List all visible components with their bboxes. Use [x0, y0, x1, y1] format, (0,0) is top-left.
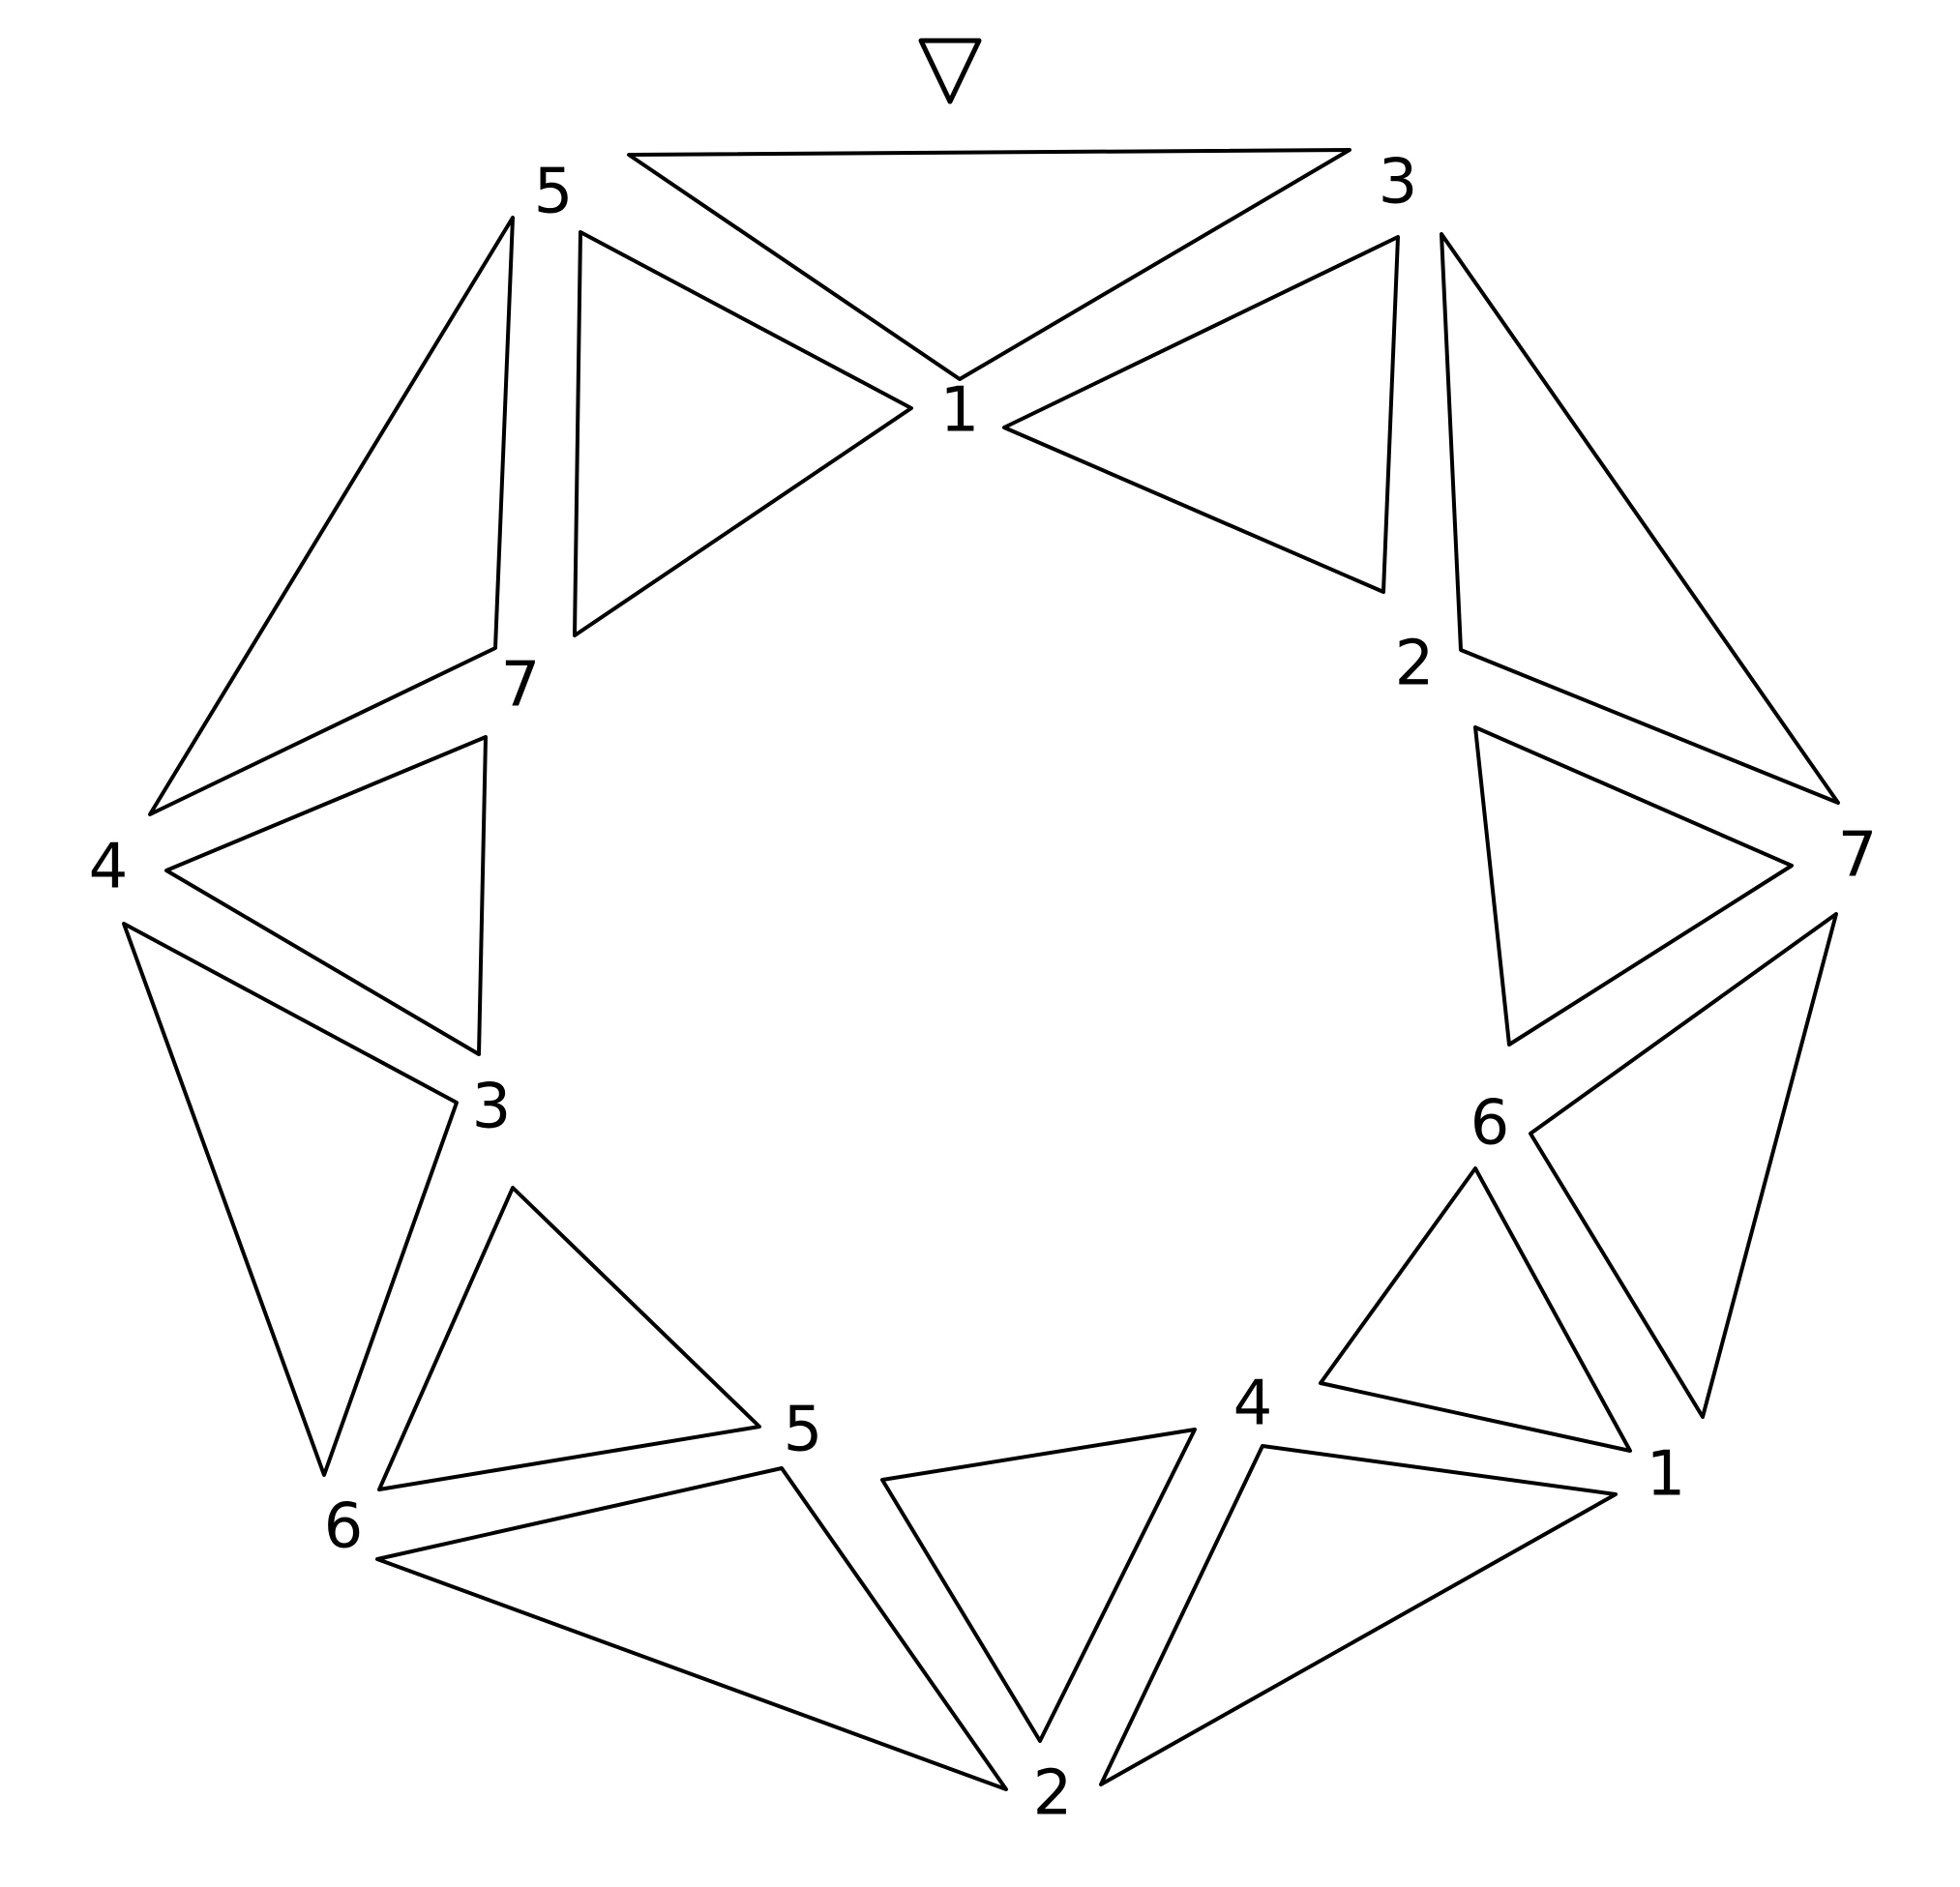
triangle-lower-right-inner: [1319, 1166, 1632, 1453]
label-top-right-3: 3: [1379, 147, 1418, 219]
triangle-lower-left-inner: [377, 1186, 761, 1491]
triangle-right-inner: [1473, 725, 1794, 1047]
label-bottom-right-1: 1: [1647, 1439, 1686, 1511]
label-right-lower-6: 6: [1470, 1088, 1510, 1160]
label-bottom-center-left-5: 5: [784, 1395, 823, 1466]
label-top-center-1: 1: [940, 375, 980, 447]
triangle-bottom-left: [375, 1466, 1008, 1791]
triangle-upper-left-outer: [148, 216, 515, 816]
label-right-upper-2: 2: [1395, 629, 1435, 700]
triangle-bottom-center: [880, 1428, 1197, 1743]
triangle-upper-left-inner: [573, 230, 913, 637]
label-left-upper-7: 7: [501, 650, 541, 722]
triangle-bottom-right: [1099, 1444, 1618, 1786]
triangle-upper-right-outer: [1440, 232, 1840, 805]
label-right-7: 7: [1838, 820, 1878, 892]
triangle-lower-left-outer: [122, 922, 459, 1477]
label-top-left-5: 5: [534, 157, 574, 228]
triangle-left-inner: [164, 735, 488, 1056]
triangle-lower-right-outer: [1529, 912, 1838, 1419]
label-bottom-center-right-4: 4: [1233, 1369, 1273, 1440]
label-bottom-2: 2: [1033, 1758, 1073, 1830]
top-down-triangle-marker: [918, 38, 982, 104]
triangle-top: [627, 148, 1351, 381]
triangle-upper-right-inner: [1002, 235, 1400, 594]
label-bottom-left-6: 6: [324, 1491, 364, 1563]
label-left-lower-3: 3: [472, 1072, 512, 1143]
label-left-4: 4: [89, 832, 129, 903]
